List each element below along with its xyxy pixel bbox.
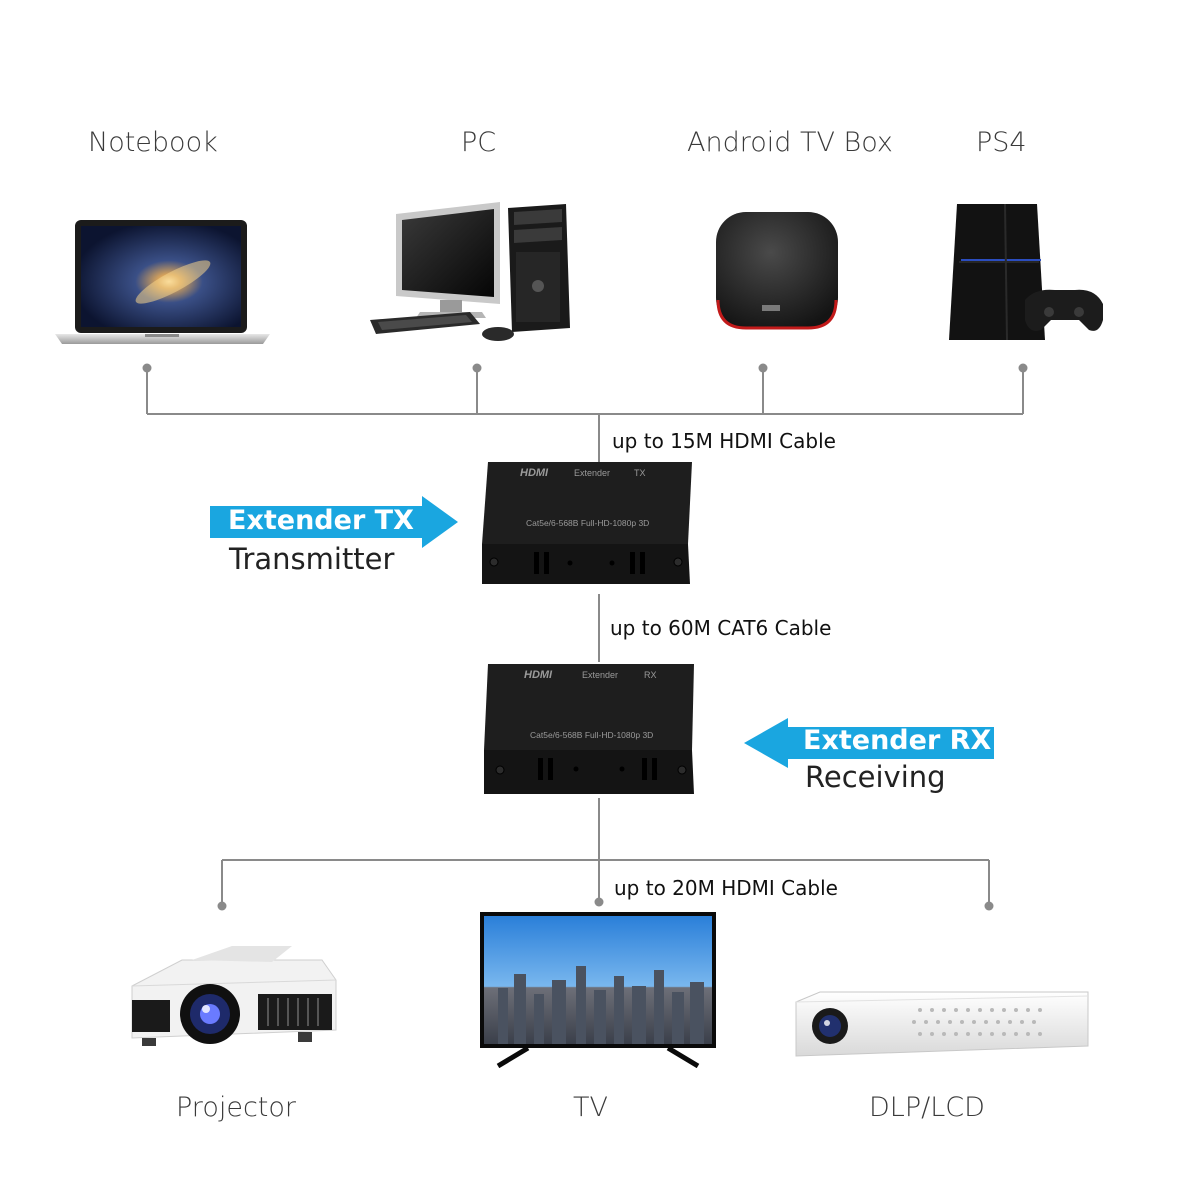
source-label-android-tv-box: Android TV Box [687,127,893,158]
source-label-ps4: PS4 [976,127,1027,158]
receiver-unit: HDMI Extender RX Cat5e/6-568B Full-HD-10… [484,664,694,794]
tx-role-label: Transmitter [229,542,395,576]
display-label-projector: Projector [176,1092,296,1123]
rx-model-text: Extender [582,670,618,680]
tv-box-icon [716,212,838,330]
source-label-notebook: Notebook [88,127,218,158]
notebook-icon [55,220,270,344]
ps4-console-icon [949,203,1103,341]
projector-icon [131,946,337,1046]
tx-unit-text: TX [634,468,646,478]
transmitter-unit: HDMI Extender TX Cat5e/6-568B Full-HD-10… [482,462,692,584]
rx-role-label: Receiving [805,760,946,794]
display-label-tv: TV [573,1092,608,1123]
tx-spec-text: Cat5e/6-568B Full-HD-1080p 3D [526,518,649,528]
rx-unit-text: RX [644,670,657,680]
rx-arrow-label: Extender RX [803,725,992,756]
desktop-pc-icon [370,202,570,341]
tx-arrow-icon [210,496,458,548]
tx-brand-text: HDMI [520,467,549,479]
rx-spec-text: Cat5e/6-568B Full-HD-1080p 3D [530,730,653,740]
input-cable-label: up to 15M HDMI Cable [612,429,836,453]
tx-arrow-label: Extender TX [228,505,414,536]
rx-arrow-icon [744,718,994,768]
link-cable-label: up to 60M CAT6 Cable [610,616,832,640]
output-cable-label: up to 20M HDMI Cable [614,876,838,900]
mini-projector-icon [795,991,1089,1057]
source-label-pc: PC [461,127,497,158]
rx-brand-text: HDMI [524,669,553,681]
tx-model-text: Extender [574,468,610,478]
tv-icon [480,912,716,1068]
display-label-dlp-lcd: DLP/LCD [869,1092,985,1123]
